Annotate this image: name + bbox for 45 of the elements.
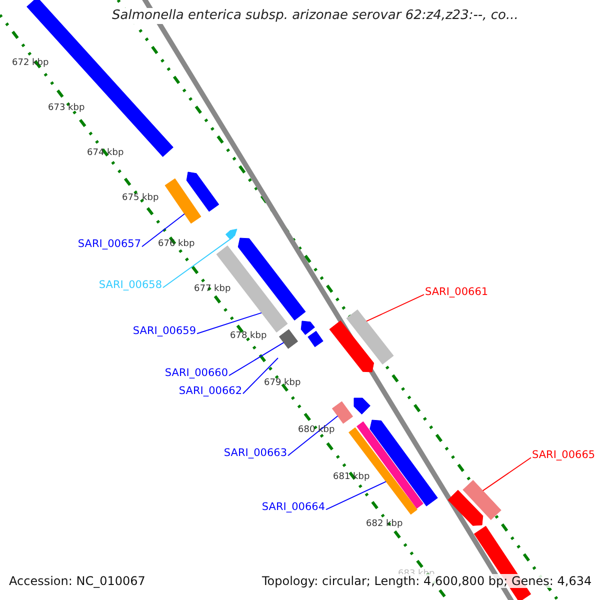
scale-label: 677 kbp <box>194 284 231 295</box>
gene-label: SARI_00660 <box>164 367 228 380</box>
gene-label: SARI_00664 <box>262 501 325 514</box>
leader-line <box>242 358 278 394</box>
gene-label: SARI_00661 <box>425 286 488 299</box>
gene-feature <box>346 309 394 365</box>
gene-label: SARI_00658 <box>98 279 162 292</box>
gene-feature <box>300 320 315 335</box>
gene-feature <box>332 401 354 424</box>
gene-feature <box>348 427 418 515</box>
gene-label: SARI_00657 <box>78 238 141 251</box>
leader-line <box>228 342 284 376</box>
scale-label: 679 kbp <box>264 378 301 389</box>
gene-label: SARI_00665 <box>532 449 596 462</box>
scale-label: 673 kbp <box>48 103 85 114</box>
gene-feature <box>225 228 238 240</box>
scale-label: 680 kbp <box>298 425 335 436</box>
gene-feature <box>370 420 438 506</box>
leader-line <box>482 457 532 492</box>
scale-label: 678 kbp <box>230 331 267 342</box>
gene-feature <box>278 329 298 349</box>
leader-line <box>326 481 386 510</box>
gene-feature <box>329 320 374 372</box>
title: Salmonella enterica subsp. arizonae serovar 62:z4,z23:--, co... <box>112 8 518 24</box>
gene-feature <box>186 172 220 212</box>
leader-line <box>366 294 424 322</box>
gene-label: SARI_00663 <box>224 447 287 460</box>
footer-text: Topology: circular; Length: 4,600,800 bp; Genes: 4,634 <box>262 574 592 588</box>
gene-feature <box>448 490 484 526</box>
gene-feature <box>354 398 370 414</box>
footer-text: Accession: NC_010067 <box>9 574 146 588</box>
gene-feature <box>238 238 306 321</box>
scale-label: 676 kbp <box>158 239 195 250</box>
leader-line <box>196 312 262 334</box>
scale-label: 682 kbp <box>366 519 403 530</box>
leader-line <box>142 213 185 248</box>
gene-feature <box>462 480 502 520</box>
leader-line <box>288 416 338 456</box>
scale-label: 674 kbp <box>87 148 124 159</box>
gene-feature <box>164 178 202 224</box>
scale-label: 675 kbp <box>122 193 159 204</box>
gene-feature <box>308 330 324 348</box>
gene-label: SARI_00659 <box>132 325 196 338</box>
gene-feature <box>216 245 288 333</box>
gene-label: SARI_00662 <box>178 385 242 398</box>
